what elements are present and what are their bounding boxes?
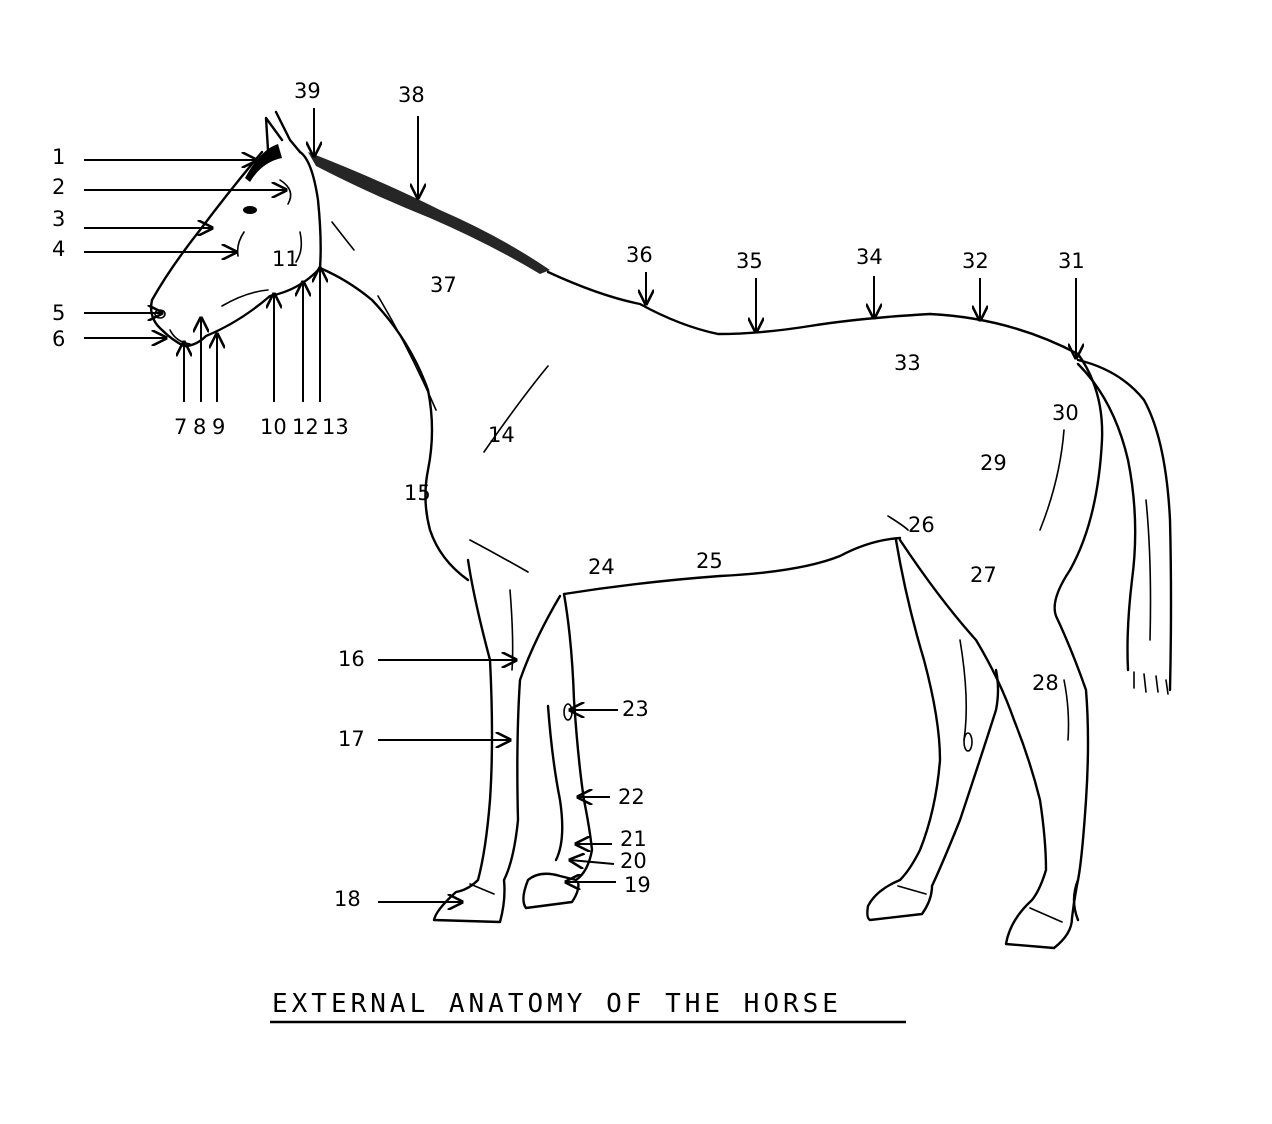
front-leg-near xyxy=(432,558,562,924)
label-34: 34 xyxy=(856,245,883,269)
hind-leg-near xyxy=(898,538,1080,950)
label-5: 5 xyxy=(52,301,65,325)
back-outline xyxy=(546,270,1080,356)
label-28: 28 xyxy=(1032,671,1059,695)
label-2: 2 xyxy=(52,175,65,199)
label-33: 33 xyxy=(894,351,921,375)
label-6: 6 xyxy=(52,327,65,351)
label-7: 7 xyxy=(174,415,187,439)
label-4: 4 xyxy=(52,237,65,261)
label-21: 21 xyxy=(620,827,647,851)
label-11: 11 xyxy=(272,247,299,271)
label-38: 38 xyxy=(398,83,425,107)
forelock-shape xyxy=(245,144,282,182)
label-30: 30 xyxy=(1052,401,1079,425)
label-9: 9 xyxy=(212,415,225,439)
horse-drawing xyxy=(149,110,1173,950)
diagram-title: EXTERNAL ANATOMY OF THE HORSE xyxy=(272,989,842,1019)
hind-leg-far xyxy=(866,538,1000,922)
number-labels: 1 2 3 4 5 6 7 8 9 10 11 12 13 14 15 16 1… xyxy=(52,79,1085,911)
hindquarter-outline xyxy=(1053,352,1104,922)
label-39: 39 xyxy=(294,79,321,103)
label-32: 32 xyxy=(962,249,989,273)
label-27: 27 xyxy=(970,563,997,587)
ear-outline xyxy=(264,110,302,154)
belly-outline xyxy=(562,536,902,596)
label-13: 13 xyxy=(322,415,349,439)
label-18: 18 xyxy=(334,887,361,911)
label-25: 25 xyxy=(696,549,723,573)
label-29: 29 xyxy=(980,451,1007,475)
label-26: 26 xyxy=(908,513,935,537)
label-23: 23 xyxy=(622,697,649,721)
tail-outline xyxy=(1076,358,1173,692)
label-1: 1 xyxy=(52,145,65,169)
label-16: 16 xyxy=(338,647,365,671)
label-35: 35 xyxy=(736,249,763,273)
label-17: 17 xyxy=(338,727,365,751)
label-8: 8 xyxy=(193,415,206,439)
label-31: 31 xyxy=(1058,249,1085,273)
label-19: 19 xyxy=(624,873,651,897)
neck-outline xyxy=(318,266,470,582)
label-15: 15 xyxy=(404,481,431,505)
mane-shape xyxy=(308,152,550,274)
label-14: 14 xyxy=(488,423,515,447)
label-36: 36 xyxy=(626,243,653,267)
label-24: 24 xyxy=(588,555,615,579)
front-leg-far xyxy=(522,592,594,910)
eye xyxy=(243,206,257,214)
label-37: 37 xyxy=(430,273,457,297)
label-22: 22 xyxy=(618,785,645,809)
label-3: 3 xyxy=(52,207,65,231)
label-10: 10 xyxy=(260,415,287,439)
label-20: 20 xyxy=(620,849,647,873)
label-12: 12 xyxy=(292,415,319,439)
pointer-arrows xyxy=(84,108,1076,902)
